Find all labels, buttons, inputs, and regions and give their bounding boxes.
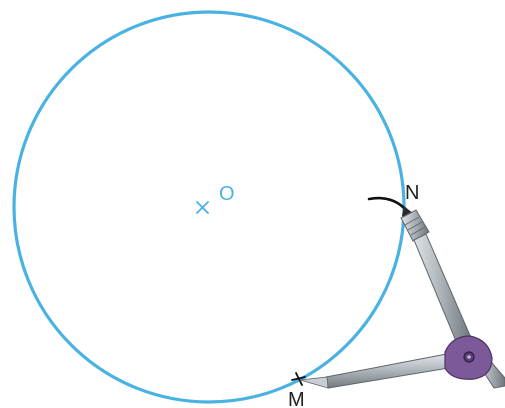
compass-icon [299, 206, 505, 389]
compass-needle-leg [325, 352, 456, 389]
compass-needle-point [299, 376, 329, 389]
center-label: O [219, 183, 235, 205]
point-n-label: N [405, 182, 419, 204]
point-m-label: M [288, 389, 305, 408]
compass-pencil-leg [413, 233, 473, 347]
center-cross-icon [196, 201, 209, 214]
circle [12, 10, 406, 404]
tick-mark-m [291, 372, 306, 386]
